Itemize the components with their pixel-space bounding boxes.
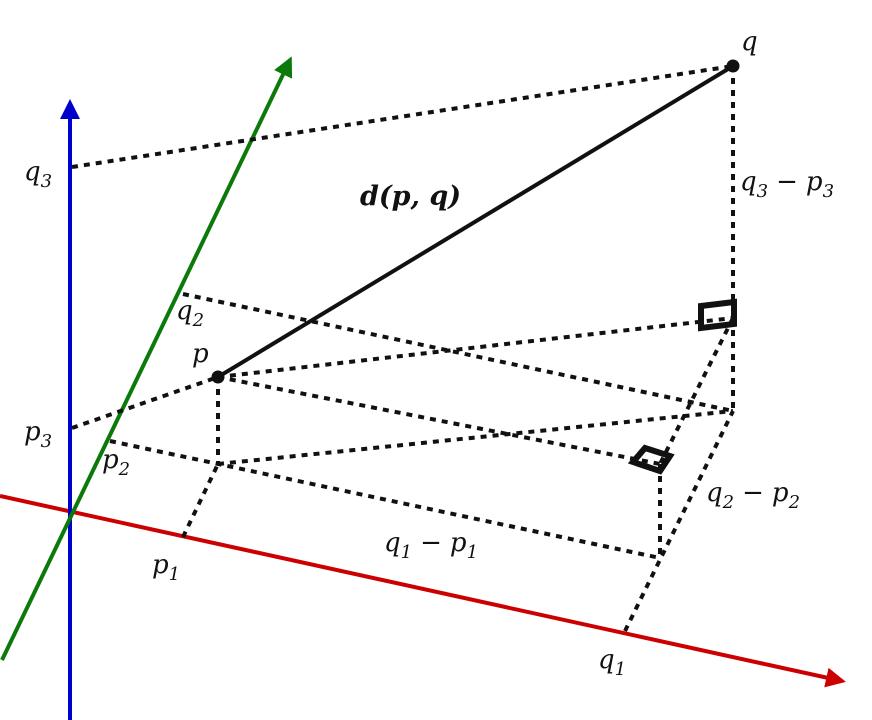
- distance-label: d(p, q): [360, 181, 461, 212]
- q2-line: [182, 292, 734, 413]
- q3-axis-label: q3: [24, 157, 52, 192]
- p-to-corner-line: [217, 316, 734, 379]
- p-to-mid-line: [217, 375, 661, 466]
- point-p-label: p: [192, 339, 209, 369]
- diff-label-x: q1−p1: [384, 528, 478, 563]
- q2-axis-label: q2: [176, 296, 204, 331]
- p3-to-p-line: [71, 375, 219, 430]
- projection-lines: [71, 64, 735, 632]
- diff-label-z: q3−p3: [740, 167, 834, 202]
- right-angle-marker-lower: [627, 444, 675, 475]
- distance-segment: [216, 64, 735, 379]
- point-q-label: q: [741, 27, 758, 57]
- p1-axis-label: p1: [152, 550, 180, 585]
- point-q: [726, 59, 740, 73]
- p1-projection-line: [181, 463, 220, 538]
- base-diagonal-line: [217, 409, 734, 466]
- q1-projection-line: [623, 410, 735, 632]
- q1-axis-label: q1: [598, 645, 626, 680]
- corner-to-mid-line: [658, 317, 735, 465]
- p2-axis-label: p2: [102, 445, 130, 480]
- right-angle-marker-upper: [698, 298, 737, 332]
- q-to-q3-line: [71, 64, 734, 169]
- p2-line: [109, 439, 661, 560]
- diff-label-y: q2−p2: [706, 478, 800, 513]
- point-p: [211, 370, 225, 384]
- p3-axis-label: p3: [24, 417, 52, 452]
- y-axis: [0, 56, 293, 661]
- x-axis: [0, 494, 846, 688]
